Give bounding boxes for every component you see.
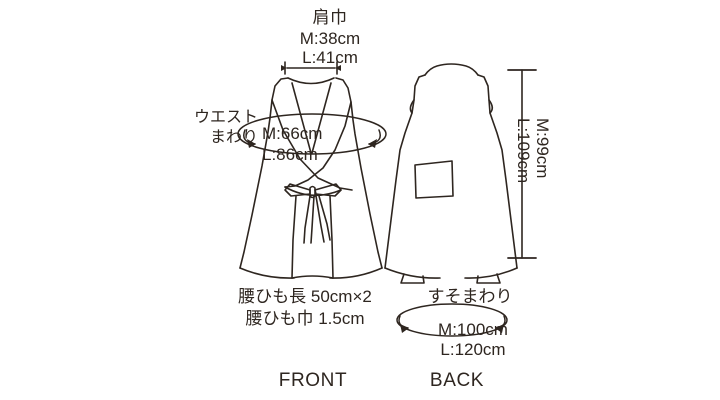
apron-front-icon [239,77,383,279]
shoulder-width-value-l: L:41cm [302,48,358,67]
waist-circumference-value-l: L:86cm [262,145,318,164]
waist-string-length-label: 腰ひも長 50cm×2 [238,287,372,306]
hem-circumference-value-m: M:100cm [438,320,508,339]
back-view-caption: BACK [429,370,485,391]
waist-circumference-value-m: M:66cm [262,124,323,143]
hem-circumference-value-l: L:120cm [440,340,506,359]
shoulder-dimension-line [281,61,341,75]
hem-circumference-label: すそまわり [427,287,513,306]
waist-circumference-label: ウエスト まわり [193,109,258,146]
patch-pocket-icon [414,160,454,199]
total-length-value-m: M:99cm [533,118,552,179]
apron-back-icon [384,63,518,284]
front-view-caption: FRONT [278,370,348,391]
dimension-line-vertical-icon [507,69,537,259]
waist-string-width-label: 腰ひも巾 1.5cm [245,309,365,328]
waist-circumference-ellipse-icon [237,113,387,155]
waist-bow-icon [284,183,342,244]
total-length-value-l: L:109cm [514,118,533,184]
shoulder-width-label: 肩巾 [312,8,348,27]
shoulder-width-value-m: M:38cm [299,29,361,48]
hem-circumference-ellipse-icon [396,303,508,337]
